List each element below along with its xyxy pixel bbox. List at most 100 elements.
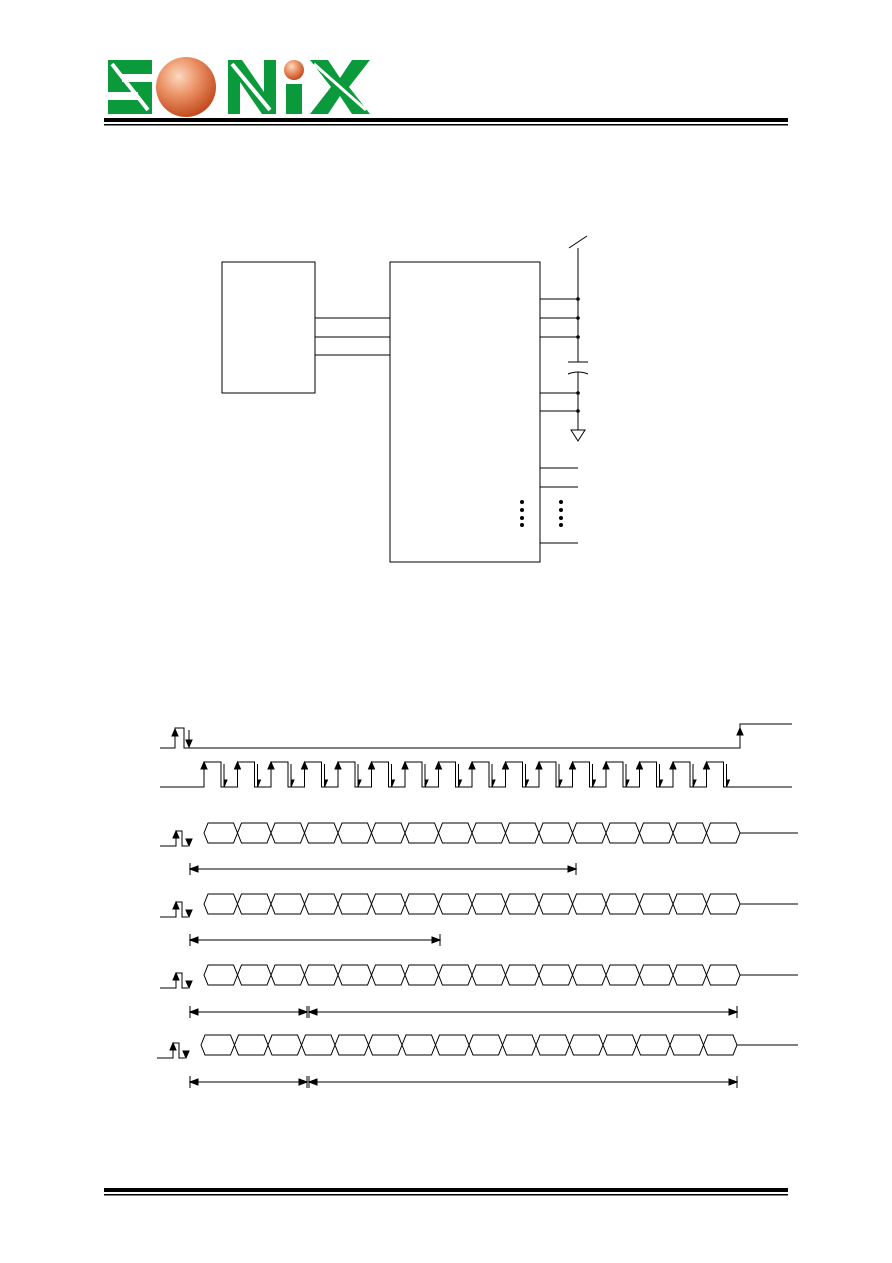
data-cell xyxy=(337,822,373,844)
logo-ball-large xyxy=(156,57,216,117)
data-cell xyxy=(303,964,339,986)
data-cell xyxy=(367,1034,403,1056)
data-cell xyxy=(702,1034,738,1056)
data-cell xyxy=(669,1034,705,1056)
span-arrows xyxy=(188,863,739,1088)
data-cell xyxy=(504,822,540,844)
capacitor-icon xyxy=(567,361,589,430)
data-cell xyxy=(404,893,440,915)
span-arrowhead xyxy=(567,865,578,873)
clock-rise-arrow xyxy=(233,760,242,770)
data-lead-arrow-up xyxy=(169,1041,177,1051)
data-row xyxy=(157,1034,798,1060)
data-cell xyxy=(370,893,406,915)
data-cell xyxy=(203,822,239,844)
span-arrowhead xyxy=(298,1008,309,1016)
data-cell xyxy=(203,964,239,986)
data-cell xyxy=(270,964,306,986)
clock-rise-arrow xyxy=(267,760,275,770)
data-cell xyxy=(267,1034,303,1056)
data-cell xyxy=(370,822,406,844)
data-cell xyxy=(404,822,440,844)
data-row xyxy=(160,964,798,990)
frame-pulse-signal xyxy=(160,723,792,749)
data-cell xyxy=(471,893,507,915)
data-cell xyxy=(468,1034,504,1056)
data-cell xyxy=(605,822,641,844)
data-cell xyxy=(270,822,306,844)
data-cell xyxy=(635,1034,671,1056)
data-cell xyxy=(705,822,741,844)
data-lead-in xyxy=(160,972,188,989)
ellipsis-dots-icon xyxy=(520,500,563,527)
data-cell xyxy=(337,893,373,915)
span-arrow xyxy=(188,934,442,946)
data-lead-arrow-down xyxy=(185,838,193,848)
ground-icon xyxy=(570,429,586,442)
bus-lines xyxy=(315,317,390,356)
clock-rise-arrow xyxy=(434,760,443,770)
data-cell xyxy=(303,893,339,915)
data-cell xyxy=(602,1034,638,1056)
vss-pins xyxy=(540,392,578,412)
clock-rise-arrow xyxy=(300,760,309,770)
span-arrowhead xyxy=(307,1008,318,1016)
data-lead-in xyxy=(160,830,188,847)
clock-rise-arrow xyxy=(334,760,342,770)
clock-rise-arrow xyxy=(468,760,476,770)
clock-rise-arrow xyxy=(635,760,644,770)
data-cell xyxy=(337,964,373,986)
data-cell xyxy=(504,964,540,986)
span-arrowhead xyxy=(431,936,442,944)
data-cell xyxy=(605,893,641,915)
logo-ball-small xyxy=(284,60,304,80)
vdd-pins xyxy=(540,298,578,338)
io-pins xyxy=(540,467,578,544)
data-cell xyxy=(605,964,641,986)
span-arrowhead xyxy=(307,1078,318,1086)
data-lead-in xyxy=(157,1042,185,1059)
span-arrow xyxy=(188,1076,309,1088)
clock-waveform xyxy=(160,761,792,788)
data-cell xyxy=(705,964,741,986)
clock-rise-arrow xyxy=(401,760,409,770)
data-cell xyxy=(638,964,674,986)
data-cell xyxy=(434,1034,470,1056)
data-cell xyxy=(334,1034,370,1056)
data-cell xyxy=(672,893,708,915)
data-cell xyxy=(471,964,507,986)
data-row xyxy=(160,822,798,848)
span-arrowhead xyxy=(298,1078,309,1086)
header-rule xyxy=(104,118,788,126)
data-cell xyxy=(571,822,607,844)
data-lead-arrow-down xyxy=(185,980,193,990)
data-cell xyxy=(300,1034,336,1056)
logo-letter-x xyxy=(310,60,370,114)
data-cell xyxy=(538,893,574,915)
data-cell xyxy=(437,893,473,915)
clock-rise-arrow xyxy=(501,760,510,770)
span-arrowhead xyxy=(728,1078,739,1086)
data-cell xyxy=(236,822,272,844)
data-cell xyxy=(672,822,708,844)
clock-rise-arrow xyxy=(669,760,677,770)
span-arrowhead xyxy=(728,1008,739,1016)
clock-rise-arrow xyxy=(702,760,711,770)
data-cell xyxy=(504,893,540,915)
data-cell xyxy=(236,893,272,915)
sonix-logo xyxy=(108,57,370,117)
block-diagram xyxy=(221,235,589,563)
clock-rise-arrow xyxy=(568,760,577,770)
data-cell xyxy=(571,893,607,915)
chip-block xyxy=(389,261,541,563)
data-lead-arrow-up xyxy=(172,829,180,839)
data-cell xyxy=(303,822,339,844)
data-signals xyxy=(157,822,798,1060)
data-cell xyxy=(270,893,306,915)
span-arrowhead xyxy=(188,1078,199,1086)
data-cell xyxy=(705,893,741,915)
footer-rule xyxy=(104,1188,788,1196)
data-cell xyxy=(672,964,708,986)
